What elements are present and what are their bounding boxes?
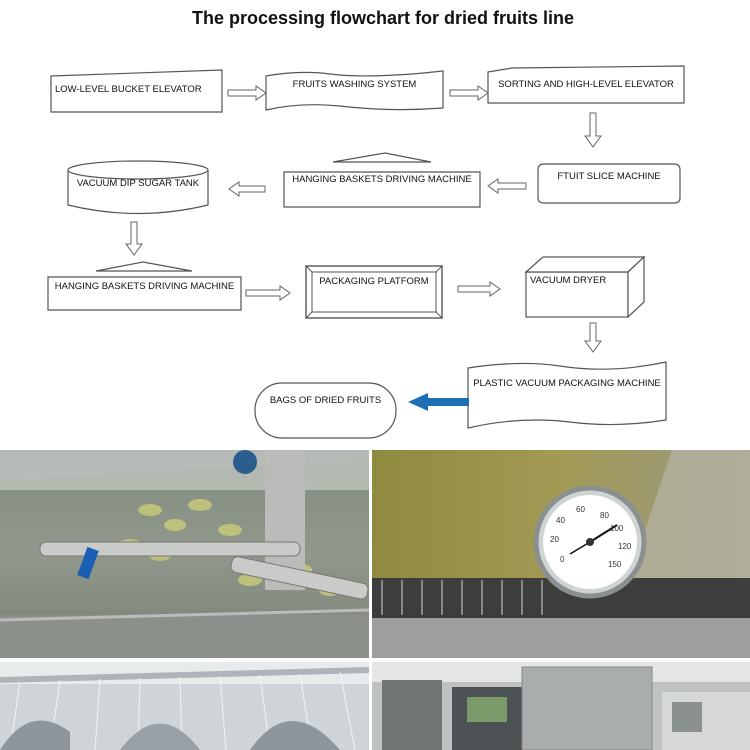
flowchart-canvas — [47, 65, 685, 439]
photo-grid: 60 80 100 40 20 120 0 150 — [0, 450, 750, 750]
node-label: HANGING BASKETS DRIVING MACHINE — [292, 174, 472, 185]
arrow-packaging-to-bags — [408, 393, 469, 411]
gauge-tick: 150 — [608, 560, 622, 569]
node-label: LOW-LEVEL BUCKET ELEVATOR — [55, 84, 202, 95]
node-label: VACUUM DRYER — [530, 275, 607, 286]
flowchart-title: The processing flowchart for dried fruit… — [191, 8, 575, 28]
arrow-lowlevel-to-washing — [227, 85, 267, 101]
gauge-tick: 80 — [600, 511, 609, 520]
hanging-baskets-2-shape — [47, 261, 242, 311]
gauge-tick: 0 — [560, 555, 565, 564]
hanging-baskets-1-shape — [283, 152, 481, 208]
bags-dried-fruits-shape — [254, 382, 397, 439]
sorting-elevator-shape — [487, 65, 685, 104]
low-level-elevator-shape — [50, 69, 223, 113]
node-label: VACUUM DIP SUGAR TANK — [76, 178, 200, 189]
node-label: PACKAGING PLATFORM — [319, 276, 429, 287]
photo-thermometer: 60 80 100 40 20 120 0 150 — [372, 450, 750, 658]
slice-machine-shape — [537, 163, 681, 204]
arrow-tank-to-hanging2 — [125, 221, 143, 256]
arrow-dryer-to-packaging — [584, 322, 602, 353]
arrow-washing-to-sorting — [449, 85, 489, 101]
thermometer-image — [372, 450, 750, 658]
washing-system-shape — [265, 70, 444, 111]
vacuum-dryer-shape — [524, 255, 646, 319]
arrow-hanging2-to-platform — [245, 285, 291, 301]
gauge-tick: 40 — [556, 516, 565, 525]
gauge-tick: 20 — [550, 535, 559, 544]
arrow-slice-to-hanging1 — [487, 178, 527, 194]
node-label: SORTING AND HIGH-LEVEL ELEVATOR — [498, 79, 674, 90]
node-label: BAGS OF DRIED FRUITS — [269, 395, 382, 406]
gauge-tick: 100 — [610, 524, 624, 533]
packaging-machine-image — [372, 662, 750, 750]
washing-machine-image — [0, 450, 369, 658]
node-label: PLASTIC VACUUM PACKAGING MACHINE — [473, 378, 661, 389]
photo-packaging-machine — [372, 662, 750, 750]
arrow-platform-to-dryer — [457, 281, 501, 297]
gauge-tick: 60 — [576, 505, 585, 514]
spray-nozzles-image — [0, 662, 369, 750]
vacuum-dip-tank-shape — [67, 160, 209, 215]
plastic-packaging-shape — [467, 361, 667, 429]
photo-washing-machine — [0, 450, 369, 658]
gauge-tick: 120 — [618, 542, 632, 551]
packaging-platform-shape — [305, 265, 443, 319]
node-label: HANGING BASKETS DRIVING MACHINE — [54, 281, 235, 292]
node-label: FRUITS WASHING SYSTEM — [292, 79, 417, 90]
arrow-sorting-to-slice — [584, 112, 602, 148]
node-label: FTUIT SLICE MACHINE — [557, 171, 661, 182]
photo-spray-nozzles — [0, 662, 369, 750]
arrow-hanging1-to-tank — [228, 181, 266, 197]
